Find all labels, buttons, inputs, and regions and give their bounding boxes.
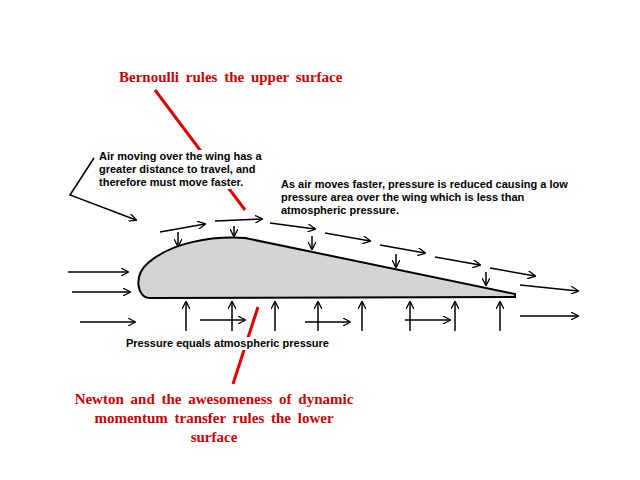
arrow-line xyxy=(311,236,313,249)
arrow-line xyxy=(200,319,245,321)
arrow-line xyxy=(215,219,262,221)
arrow-line xyxy=(325,233,370,241)
arrow-line xyxy=(380,245,425,253)
arrow-line xyxy=(177,232,179,246)
arrow-line xyxy=(490,268,535,276)
arrow-line xyxy=(520,285,578,291)
annotation-note: As air moves faster, pressure is reduced… xyxy=(280,178,582,217)
arrow-line xyxy=(454,302,456,331)
arrow-line xyxy=(317,302,319,331)
arrow-line xyxy=(361,302,363,331)
arrow-line xyxy=(305,321,350,323)
arrow-line xyxy=(80,321,135,323)
arrow-line xyxy=(405,319,450,321)
airfoil xyxy=(138,238,515,298)
annotation-note: Air moving over the wing has a greater d… xyxy=(98,150,272,189)
annotation-note: Pressure equals atmospheric pressure xyxy=(125,337,330,350)
arrow-line xyxy=(231,302,233,331)
arrow-line xyxy=(499,302,501,331)
arrow-line xyxy=(185,302,187,331)
arrow-line xyxy=(160,224,205,232)
heading-callout: Bernoulli rules the upper surface xyxy=(118,68,343,87)
arrow-line xyxy=(395,254,397,267)
arrow-line xyxy=(233,226,235,236)
heading-callout: Newton and the awesomeness of dynamic mo… xyxy=(72,390,356,447)
arrow-line xyxy=(68,271,128,273)
arrow-line xyxy=(520,315,578,317)
pressure-arrows xyxy=(178,226,500,331)
arrow-line xyxy=(270,223,315,229)
arrow-line xyxy=(409,302,411,331)
arrow-line xyxy=(435,257,480,265)
arrow-line xyxy=(485,272,487,285)
arrow-line xyxy=(274,302,276,331)
arrow-line xyxy=(72,291,130,293)
